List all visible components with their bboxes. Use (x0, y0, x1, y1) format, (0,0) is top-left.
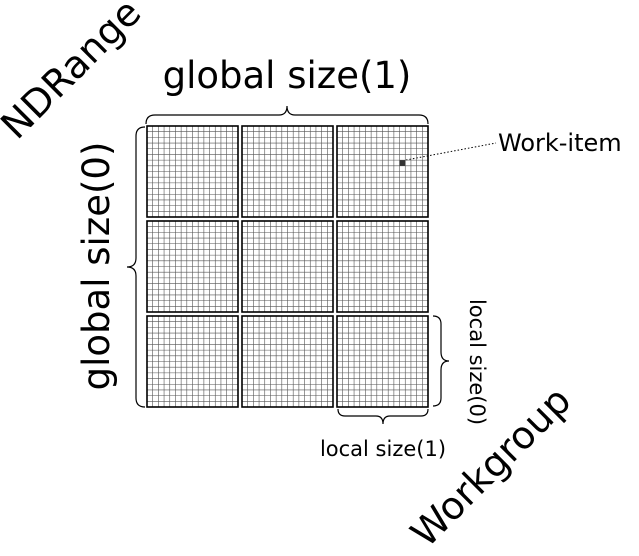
local-size-1-label: local size(1) (320, 437, 446, 461)
workgroup-r2-c2 (336, 315, 429, 408)
work-item-grid (242, 126, 333, 217)
work-item-grid (147, 316, 238, 407)
highlighted-work-item (399, 160, 406, 166)
work-item-leader (405, 142, 497, 161)
global-size-1-brace (145, 105, 429, 125)
workgroup-border (146, 125, 239, 218)
work-item-grid (147, 126, 238, 217)
workgroup-r1-c0 (146, 220, 239, 313)
workgroup-r1-c2 (336, 220, 429, 313)
workgroup-grid (146, 125, 429, 408)
work-item-grid (337, 126, 428, 217)
workgroup-border (241, 125, 334, 218)
workgroup-border (336, 315, 429, 408)
workgroup-r0-c1 (241, 125, 334, 218)
work-item-grid (337, 221, 428, 312)
local-size-0-brace (432, 315, 450, 407)
workgroup-border (336, 220, 429, 313)
workgroup-r0-c2 (336, 125, 429, 218)
workgroup-r2-c0 (146, 315, 239, 408)
workgroup-border (146, 315, 239, 408)
work-item-grid (242, 221, 333, 312)
work-item-grid (337, 316, 428, 407)
local-size-0-label: local size(0) (465, 299, 489, 425)
workgroup-r1-c1 (241, 220, 334, 313)
workgroup-r0-c0 (146, 125, 239, 218)
workgroup-border (146, 220, 239, 313)
global-size-0-brace (126, 126, 146, 408)
ndrange-label: NDRange (0, 0, 149, 147)
workgroup-border (241, 315, 334, 408)
work-item-label: Work-item (498, 129, 622, 157)
global-size-1-label: global size(1) (163, 54, 412, 97)
workgroup-border (241, 220, 334, 313)
local-size-1-brace (337, 408, 429, 425)
global-size-0-label: global size(0) (75, 142, 118, 391)
work-item-grid (242, 316, 333, 407)
workgroup-r2-c1 (241, 315, 334, 408)
workgroup-border (336, 125, 429, 218)
work-item-grid (147, 221, 238, 312)
